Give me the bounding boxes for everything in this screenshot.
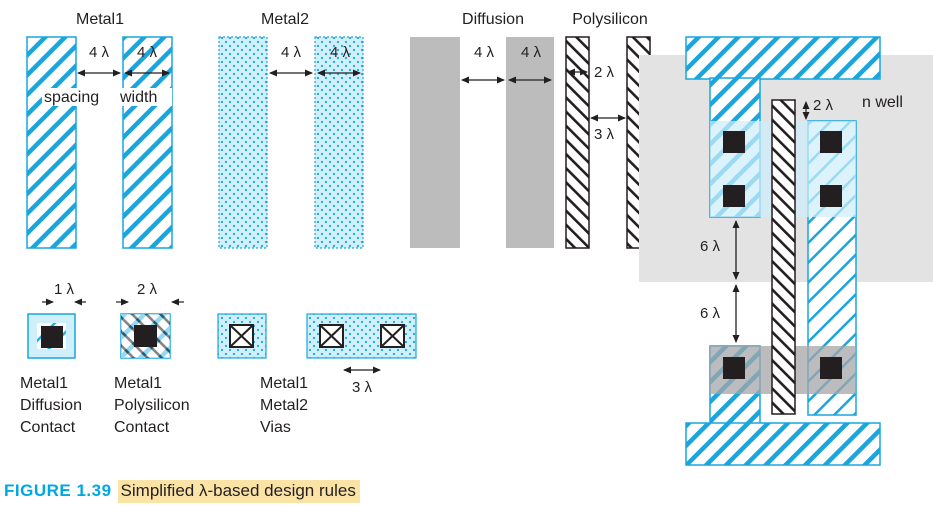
via-line1: Metal1 [260,375,308,392]
diff-contact-line2: Diffusion [20,397,82,414]
figure-caption-text: Simplified λ-based design rules [117,479,360,503]
upper-gap-value: 6 λ [700,238,721,255]
diffusion-dimensions: 4 λ 4 λ [461,44,552,84]
diff-contact-line1: Metal1 [20,375,68,392]
poly-contact-line1: Metal1 [114,375,162,392]
metal1-dimensions: 4 λ 4 λ spacing width [44,44,170,106]
diff-contact-line3: Contact [20,419,76,436]
m1-spacing-label: spacing [44,89,99,106]
via-line3: Vias [260,419,291,436]
contact-square [723,131,745,153]
contact-square [820,357,842,379]
figure-caption: FIGURE 1.39 Simplified λ-based design ru… [4,479,360,503]
contact-square [820,131,842,153]
polysilicon-title: Polysilicon [572,11,648,28]
diff-spacing-value: 4 λ [474,44,495,61]
metal2-bars [218,36,364,249]
diffusion-contact-example: 1 λ Metal1 Diffusion Contact [20,281,86,436]
via-examples: 3 λ Metal1 Metal2 Vias [217,313,417,436]
poly-contact-example: 2 λ Metal1 Polysilicon Contact [114,281,190,436]
transistor-layout: 2 λ n well 6 λ 6 λ [639,36,933,466]
poly-width-value: 2 λ [594,64,615,81]
figure-number: FIGURE 1.39 [4,481,112,500]
diffusion-bars [410,37,554,248]
m1-width-label: width [119,89,157,106]
metal1-title: Metal1 [76,11,124,28]
contact-surround-value: 1 λ [54,281,75,298]
metal2-dimensions: 4 λ 4 λ [269,44,361,77]
diffusion-title: Diffusion [462,11,524,28]
poly-gate [771,99,796,415]
diff-width-value: 4 λ [521,44,542,61]
via-line2: Metal2 [260,397,308,414]
metal2-title: Metal2 [261,11,309,28]
lower-gap-value: 6 λ [700,305,721,322]
m1-spacing-value: 4 λ [89,44,110,61]
poly-contact-line2: Polysilicon [114,397,190,414]
poly-spacing-value: 3 λ [594,126,615,143]
gate-overhang-value: 2 λ [813,97,834,114]
poly-contact-surround-value: 2 λ [137,281,158,298]
m1-width-value: 4 λ [137,44,158,61]
contact-square [820,185,842,207]
poly-contact-line3: Contact [114,419,170,436]
metal1-bars [26,36,173,249]
nwell-label: n well [862,94,903,111]
via-spacing-value: 3 λ [352,379,373,396]
m2-spacing-value: 4 λ [281,44,302,61]
poly-dimensions: 2 λ 3 λ [567,63,626,143]
m2-width-value: 4 λ [330,44,351,61]
contact-square [723,185,745,207]
contact-square [723,357,745,379]
